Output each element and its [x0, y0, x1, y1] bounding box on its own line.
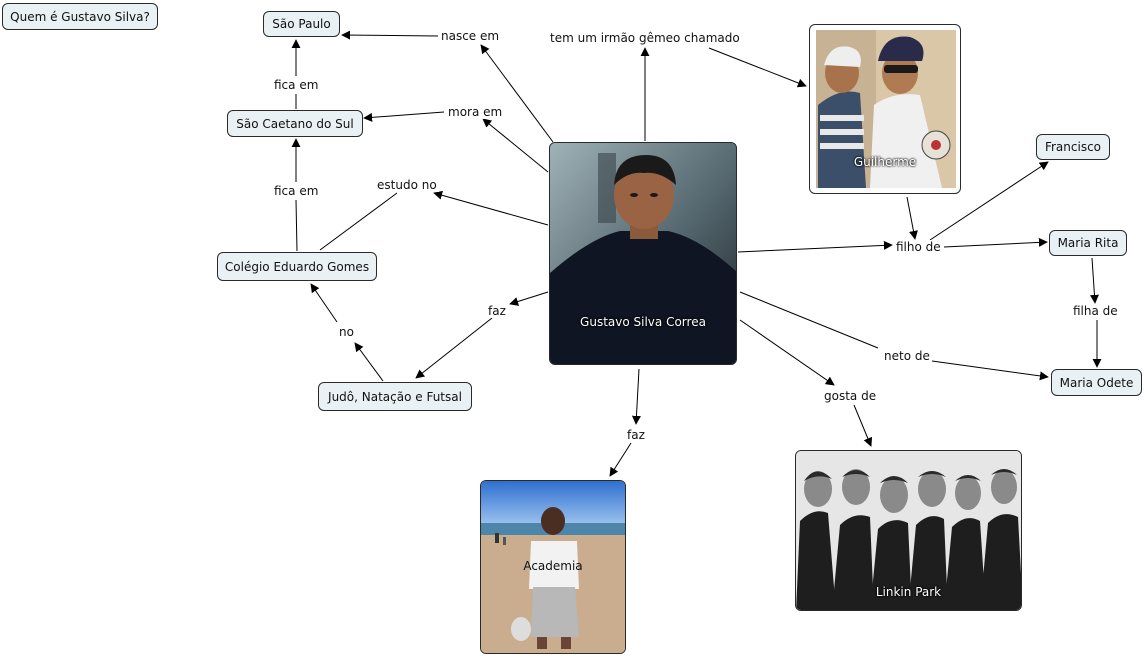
edge-filho-de-maria-rita [944, 242, 1047, 247]
link-gosta-de[interactable]: gosta de [822, 389, 878, 403]
link-neto-de[interactable]: neto de [882, 349, 932, 363]
concept-colegio[interactable]: Colégio Eduardo Gomes [217, 252, 377, 281]
gustavo-photo-image [550, 143, 737, 365]
guilherme-caption: Guilherme [810, 155, 960, 169]
edge-no-colegio [311, 284, 337, 322]
link-mora-em[interactable]: mora em [446, 105, 504, 119]
edge-gustavo-filho-de [738, 245, 892, 252]
link-fica-em-sao-paulo[interactable]: fica em [272, 78, 320, 92]
concept-maria-rita[interactable]: Maria Rita [1049, 230, 1127, 256]
edge-neto-de-maria-odete [932, 361, 1048, 377]
link-nasce-em[interactable]: nasce em [439, 29, 501, 43]
concept-maria-odete[interactable]: Maria Odete [1051, 369, 1142, 396]
concept-francisco[interactable]: Francisco [1036, 134, 1110, 160]
edge-gustavo-nasce-em [481, 45, 553, 142]
link-filha-de[interactable]: filha de [1071, 304, 1120, 318]
link-irmao-gemeo[interactable]: tem um irmão gêmeo chamado [548, 31, 742, 45]
edge-gosta-de-linkin-park [854, 405, 871, 446]
edge-gustavo-gosta-de [740, 320, 834, 385]
edge-esportes-no [355, 343, 383, 381]
concept-sao-caetano[interactable]: São Caetano do Sul [227, 110, 363, 137]
link-faz-esportes[interactable]: faz [486, 304, 508, 318]
edge-gustavo-neto-de [740, 292, 878, 348]
edge-gustavo-faz-academia [636, 369, 639, 424]
edge-gustavo-mora-em [483, 119, 548, 172]
link-fica-em-sao-caetano[interactable]: fica em [272, 184, 320, 198]
map-question[interactable]: Quem é Gustavo Silva? [2, 3, 158, 30]
academia-caption: Academia [481, 559, 625, 573]
concept-esportes[interactable]: Judô, Natação e Futsal [318, 382, 472, 411]
concept-academia-photo[interactable]: Academia [480, 480, 626, 654]
edge-gustavo-estudo-no [434, 193, 548, 225]
edge-gustavo-faz-esportes [510, 292, 548, 304]
edge-mora-em-sao-caetano [364, 112, 444, 118]
edge-guilherme-filho-de [907, 197, 915, 239]
concept-guilherme-photo[interactable]: Guilherme [809, 24, 961, 194]
concept-gustavo-photo[interactable]: Gustavo Silva Correa [549, 142, 737, 365]
concept-linkin-park-photo[interactable]: Linkin Park [795, 450, 1022, 611]
concept-sao-paulo[interactable]: São Paulo [263, 11, 340, 37]
edge-faz-academia [610, 443, 631, 476]
edge-nasce-em-sao-paulo [342, 35, 438, 36]
linkin-park-caption: Linkin Park [796, 585, 1021, 599]
link-filho-de[interactable]: filho de [894, 240, 943, 254]
edge-estudo-no-colegio [320, 193, 397, 250]
edge-irmao-guilherme [709, 48, 806, 86]
link-faz-academia[interactable]: faz [625, 428, 647, 442]
edge-colegio-fica-em [296, 200, 297, 251]
edge-maria-rita-filha-de [1092, 258, 1095, 303]
edge-faz-esportes [416, 318, 492, 378]
link-no[interactable]: no [337, 325, 356, 339]
gustavo-caption: Gustavo Silva Correa [550, 315, 736, 329]
link-estudo-no[interactable]: estudo no [375, 178, 439, 192]
